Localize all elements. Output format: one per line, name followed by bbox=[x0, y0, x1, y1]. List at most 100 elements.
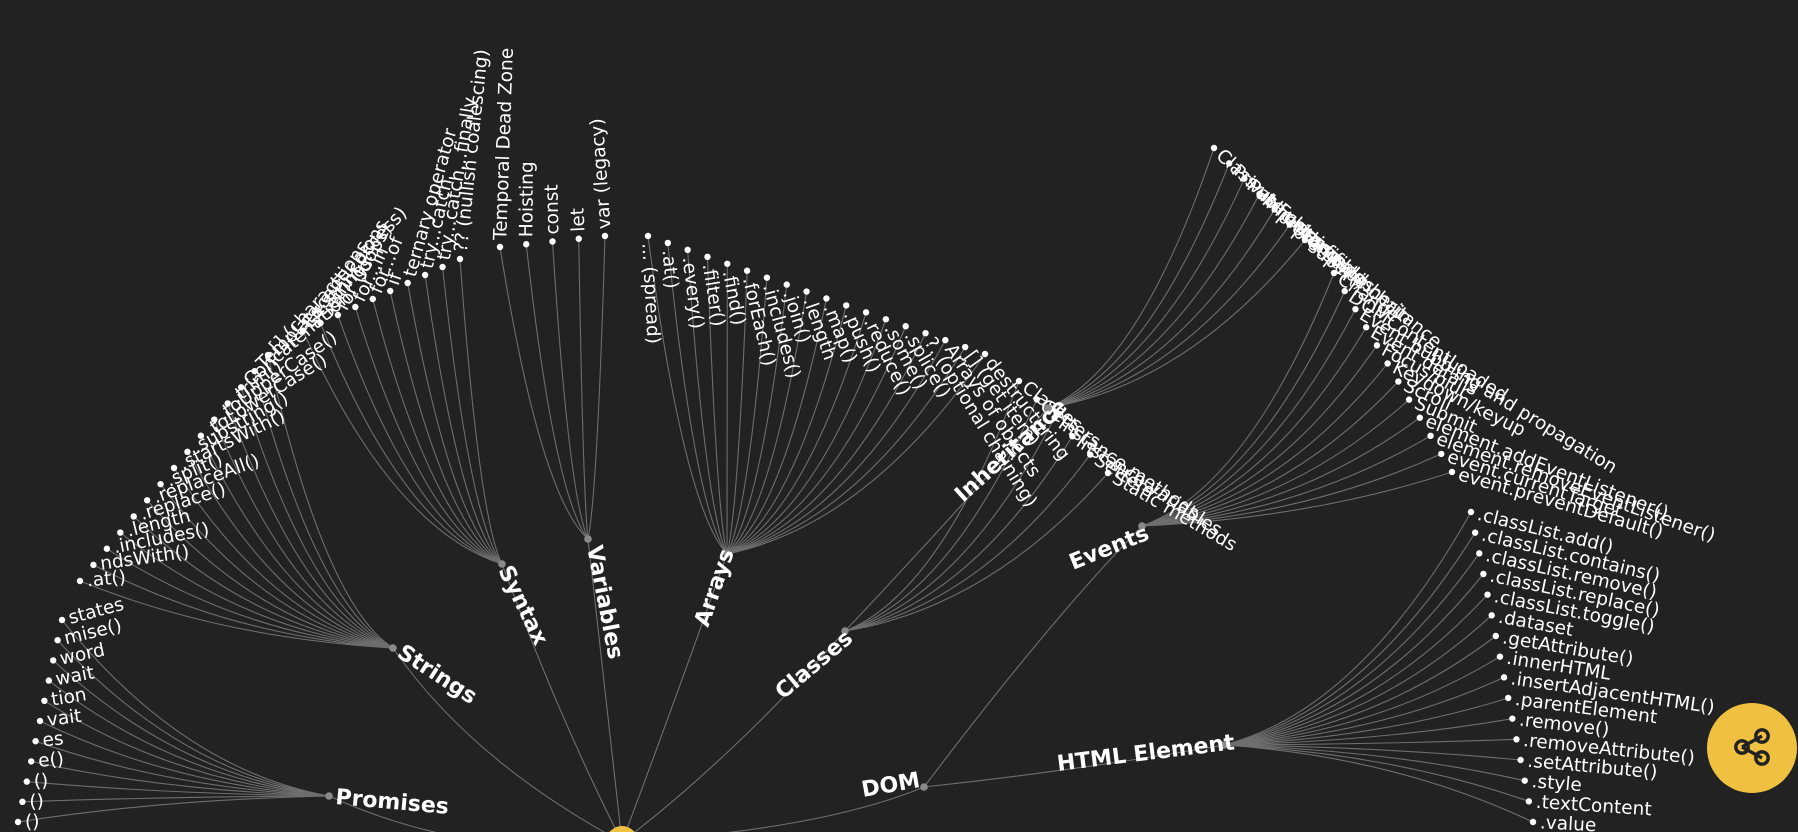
branch-hub-dot bbox=[920, 783, 928, 791]
leaf-edge bbox=[726, 270, 748, 555]
leaf-label[interactable]: vait bbox=[46, 706, 83, 731]
leaf-node-dot bbox=[1467, 508, 1475, 516]
leaf-node-dot bbox=[1286, 221, 1294, 228]
leaf-node-dot bbox=[1033, 396, 1041, 403]
leaf-edge bbox=[687, 249, 728, 555]
branch-edge-syntax bbox=[501, 563, 618, 832]
branch-hub-dot bbox=[498, 560, 506, 568]
branch-label-events[interactable]: Events bbox=[1066, 521, 1153, 575]
branch-label-html_element[interactable]: HTML Element bbox=[1056, 730, 1237, 777]
branch-label-promises[interactable]: Promises bbox=[334, 785, 449, 820]
leaf-node-dot bbox=[1015, 377, 1023, 385]
branch-edge-promises bbox=[328, 795, 437, 832]
leaf-node-dot bbox=[211, 416, 218, 423]
leaf-label[interactable]: es bbox=[42, 728, 65, 751]
leaf-edge bbox=[1223, 744, 1521, 761]
branch-label-dom[interactable]: DOM bbox=[860, 768, 922, 803]
leaf-edge bbox=[31, 760, 330, 797]
leaf-node-dot bbox=[76, 577, 84, 585]
leaf-node-dot bbox=[1225, 160, 1233, 167]
leaf-node-dot bbox=[1480, 570, 1487, 578]
leaf-node-dot bbox=[1416, 414, 1424, 421]
leaf-label[interactable]: const bbox=[542, 184, 564, 234]
leaf-edge bbox=[186, 451, 394, 649]
leaf-edge bbox=[254, 371, 394, 649]
leaf-node-dot bbox=[1362, 324, 1370, 331]
leaf-node-dot bbox=[19, 798, 26, 805]
leaf-label[interactable]: .style bbox=[1531, 771, 1583, 796]
leaf-node-dot bbox=[902, 323, 909, 330]
branch-edge-dom bbox=[727, 786, 925, 832]
leaf-node-dot bbox=[1256, 190, 1263, 198]
leaf-node-dot bbox=[601, 232, 609, 240]
branch-label-variables[interactable]: Variables bbox=[581, 543, 628, 661]
leaf-node-dot bbox=[922, 329, 929, 337]
leaf-node-dot bbox=[843, 302, 850, 309]
leaf-node-dot bbox=[1395, 378, 1402, 385]
leaf-node-dot bbox=[1104, 469, 1112, 477]
leaf-edge bbox=[844, 435, 1073, 632]
leaf-edge bbox=[1141, 417, 1421, 527]
leaf-edge bbox=[1047, 193, 1260, 409]
leaf-edge bbox=[1223, 697, 1509, 746]
leaf-node-dot bbox=[369, 295, 376, 303]
leaf-node-dot bbox=[103, 545, 111, 552]
leaf-edge bbox=[200, 435, 394, 649]
branch-edge-classes bbox=[634, 630, 846, 832]
leaf-edge bbox=[213, 419, 394, 649]
leaf-edge bbox=[160, 483, 394, 649]
leaf-node-dot bbox=[1438, 450, 1445, 458]
branch-label-strings[interactable]: Strings bbox=[393, 640, 481, 710]
branch-label-arrays[interactable]: Arrays bbox=[690, 546, 740, 630]
leaf-label[interactable]: () bbox=[25, 812, 39, 832]
leaf-label[interactable]: .at() bbox=[86, 567, 127, 591]
leaf-edge bbox=[93, 564, 394, 649]
leaf-node-dot bbox=[1525, 798, 1533, 805]
leaf-edge bbox=[844, 472, 1109, 632]
leaf-edge bbox=[726, 326, 907, 555]
leaf-node-dot bbox=[50, 657, 57, 664]
leaf-node-dot bbox=[197, 432, 205, 439]
leaf-edge bbox=[726, 312, 867, 555]
leaf-label[interactable]: Temporal Dead Zone bbox=[490, 47, 518, 241]
leaf-node-dot bbox=[523, 241, 530, 248]
leaf-edge bbox=[1223, 594, 1488, 746]
leaf-node-dot bbox=[237, 384, 245, 391]
leaf-label[interactable]: var (legacy) bbox=[587, 118, 616, 230]
leaf-node-dot bbox=[1476, 550, 1483, 557]
leaf-edge bbox=[667, 242, 728, 555]
leaf-edge bbox=[354, 306, 503, 565]
leaf-edge bbox=[578, 238, 589, 540]
leaf-node-dot bbox=[1330, 269, 1338, 277]
branch-edge-inheritance bbox=[844, 407, 1049, 632]
leaf-edge bbox=[726, 339, 946, 555]
leaf-edge bbox=[240, 387, 394, 649]
leaf-edge bbox=[726, 291, 808, 555]
leaf-label[interactable]: .value bbox=[1539, 812, 1596, 832]
leaf-label[interactable]: () bbox=[33, 770, 49, 792]
leaf-label[interactable]: Hoisting bbox=[516, 161, 538, 237]
leaf-edge bbox=[1223, 676, 1505, 746]
branch-label-classes[interactable]: Classes bbox=[771, 626, 858, 705]
share-button[interactable] bbox=[1707, 703, 1797, 793]
leaf-edge bbox=[1223, 573, 1484, 746]
leaf-label[interactable]: let bbox=[567, 208, 589, 233]
root-node[interactable] bbox=[606, 826, 638, 832]
leaf-edge bbox=[79, 580, 394, 649]
leaf-edge bbox=[1223, 553, 1480, 746]
leaf-label[interactable]: () bbox=[29, 791, 44, 812]
leaf-edge bbox=[551, 241, 589, 540]
branch-label-syntax[interactable]: Syntax bbox=[493, 562, 553, 650]
leaf-node-dot bbox=[743, 267, 751, 274]
leaf-node-dot bbox=[496, 243, 504, 251]
leaf-node-dot bbox=[1509, 715, 1516, 722]
leaf-edge bbox=[227, 403, 394, 649]
leaf-label[interactable]: e() bbox=[37, 749, 64, 772]
leaf-edge bbox=[1223, 532, 1476, 746]
leaf-edge bbox=[39, 720, 330, 797]
leaf-node-dot bbox=[1496, 653, 1504, 660]
leaf-node-dot bbox=[1500, 674, 1508, 681]
leaf-label[interactable]: .at() bbox=[657, 249, 681, 290]
branch-edge-events bbox=[923, 525, 1143, 788]
